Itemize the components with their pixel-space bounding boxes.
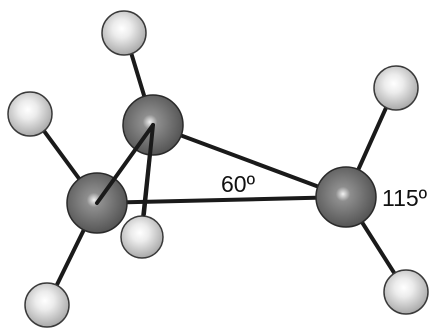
front-bonds bbox=[95, 123, 155, 216]
carbon-atom-right bbox=[315, 166, 377, 228]
hydrogen-atom-left bbox=[7, 91, 53, 137]
hydrogen-atom-right-top bbox=[373, 65, 419, 111]
angle-label-ring: 60º bbox=[221, 171, 256, 197]
bond-c1-c2 bbox=[95, 123, 155, 205]
bond-c1-c3 bbox=[151, 123, 348, 199]
hydrogen-atoms bbox=[7, 10, 429, 328]
hydrogen-atom-bottom-left bbox=[24, 282, 70, 328]
angle-label-hch: 115º bbox=[382, 185, 428, 211]
hydrogen-atom-top bbox=[101, 10, 147, 56]
hydrogen-atom-right-bottom bbox=[383, 269, 429, 315]
bond-c1-h-front-overlay bbox=[142, 123, 155, 216]
cc-bonds bbox=[95, 123, 348, 205]
carbon-atoms bbox=[66, 94, 377, 234]
hydrogen-atom-front bbox=[120, 215, 164, 259]
bond-c2-c3 bbox=[95, 195, 348, 205]
